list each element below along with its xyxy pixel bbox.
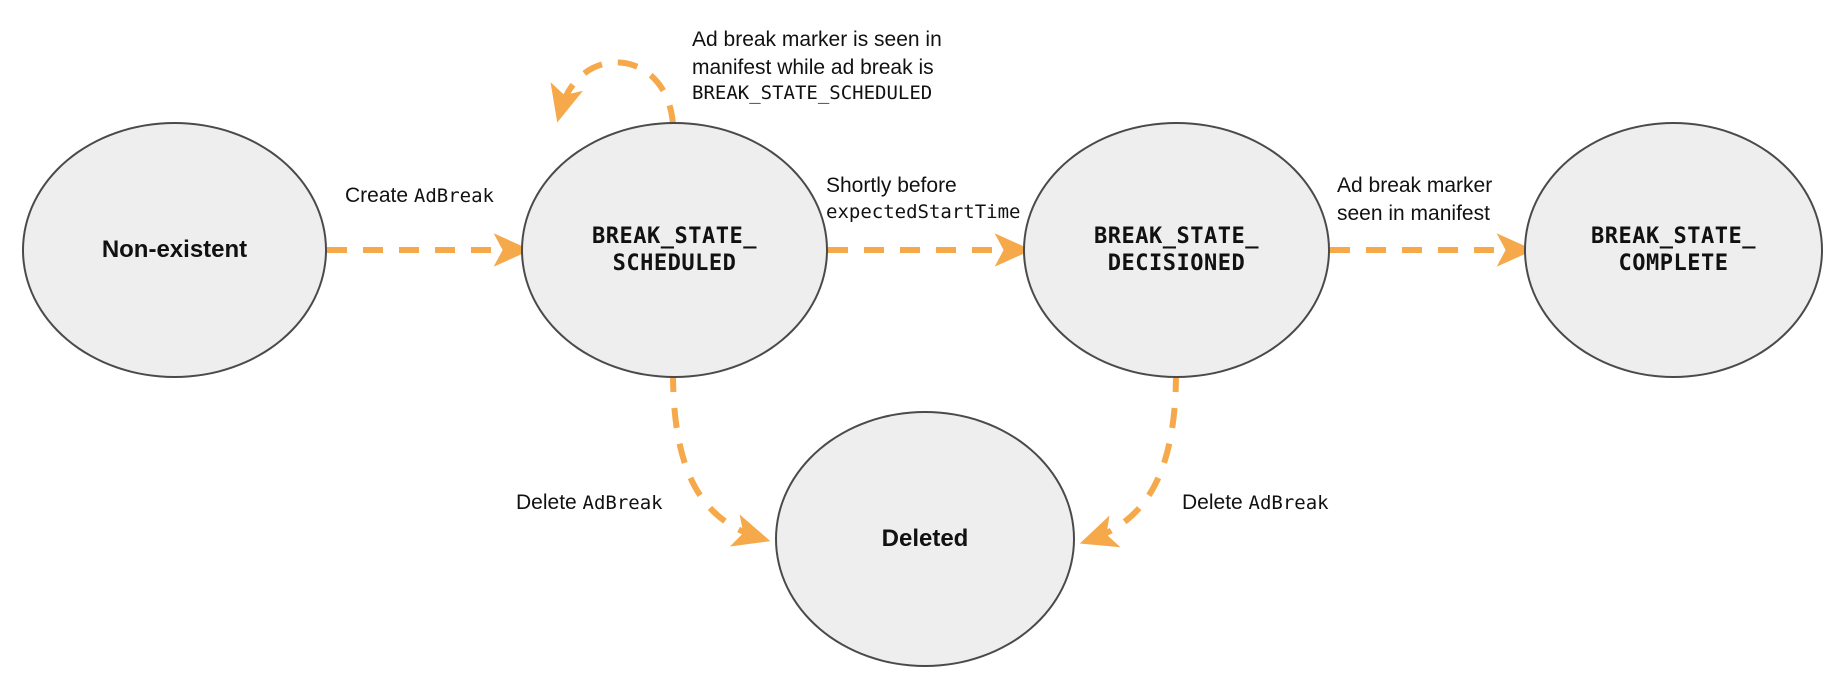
edge-marker-seen-while-scheduled bbox=[550, 59, 676, 126]
edge-label-line-1: Shortly before bbox=[826, 174, 957, 197]
state-node-non-existent[interactable]: Non-existent bbox=[22, 122, 327, 378]
edge-label-shortly-before-expected-start-time: Shortly before expectedStartTime bbox=[826, 172, 1020, 225]
state-node-label: BREAK_STATE_ DECISIONED bbox=[1094, 223, 1259, 277]
edge-label-line-1: Ad break marker bbox=[1337, 174, 1493, 197]
edge-label-marker-seen-in-manifest: Ad break marker seen in manifest bbox=[1337, 172, 1492, 227]
edge-label-line-2-code: expectedStartTime bbox=[826, 200, 1021, 223]
edge-label-code: AdBreak bbox=[1248, 492, 1329, 514]
edge-label-text: Delete bbox=[516, 491, 583, 514]
edge-label-code: AdBreak bbox=[413, 185, 494, 207]
state-node-label: BREAK_STATE_ SCHEDULED bbox=[592, 223, 757, 277]
state-node-label: Deleted bbox=[881, 525, 969, 552]
edge-label-marker-seen-while-scheduled: Ad break marker is seen in manifest whil… bbox=[692, 26, 942, 107]
edge-label-line-2: manifest while ad break is bbox=[692, 55, 934, 79]
edge-label-line-2: seen in manifest bbox=[1337, 201, 1490, 225]
state-node-deleted[interactable]: Deleted bbox=[775, 411, 1075, 667]
edge-delete-adbreak-from-decisioned bbox=[1079, 371, 1179, 548]
edge-delete-adbreak-from-scheduled bbox=[670, 371, 771, 547]
edge-label-delete-adbreak-from-decisioned: Delete AdBreak bbox=[1182, 489, 1329, 517]
edge-label-line-3-code: BREAK_STATE_SCHEDULED bbox=[692, 82, 933, 105]
edge-label-text: Delete bbox=[1182, 491, 1249, 514]
state-node-label: BREAK_STATE_ COMPLETE bbox=[1591, 223, 1756, 277]
edge-label-line-1: Ad break marker is seen in bbox=[692, 28, 942, 51]
state-node-break-state-complete[interactable]: BREAK_STATE_ COMPLETE bbox=[1524, 122, 1823, 378]
edge-label-text: Create bbox=[345, 184, 414, 207]
edge-label-delete-adbreak-from-scheduled: Delete AdBreak bbox=[516, 489, 663, 517]
edge-label-code: AdBreak bbox=[582, 492, 663, 514]
state-node-label: Non-existent bbox=[101, 236, 248, 263]
state-node-break-state-scheduled[interactable]: BREAK_STATE_ SCHEDULED bbox=[521, 122, 828, 378]
state-node-break-state-decisioned[interactable]: BREAK_STATE_ DECISIONED bbox=[1023, 122, 1330, 378]
edge-label-create-adbreak: Create AdBreak bbox=[345, 182, 494, 210]
